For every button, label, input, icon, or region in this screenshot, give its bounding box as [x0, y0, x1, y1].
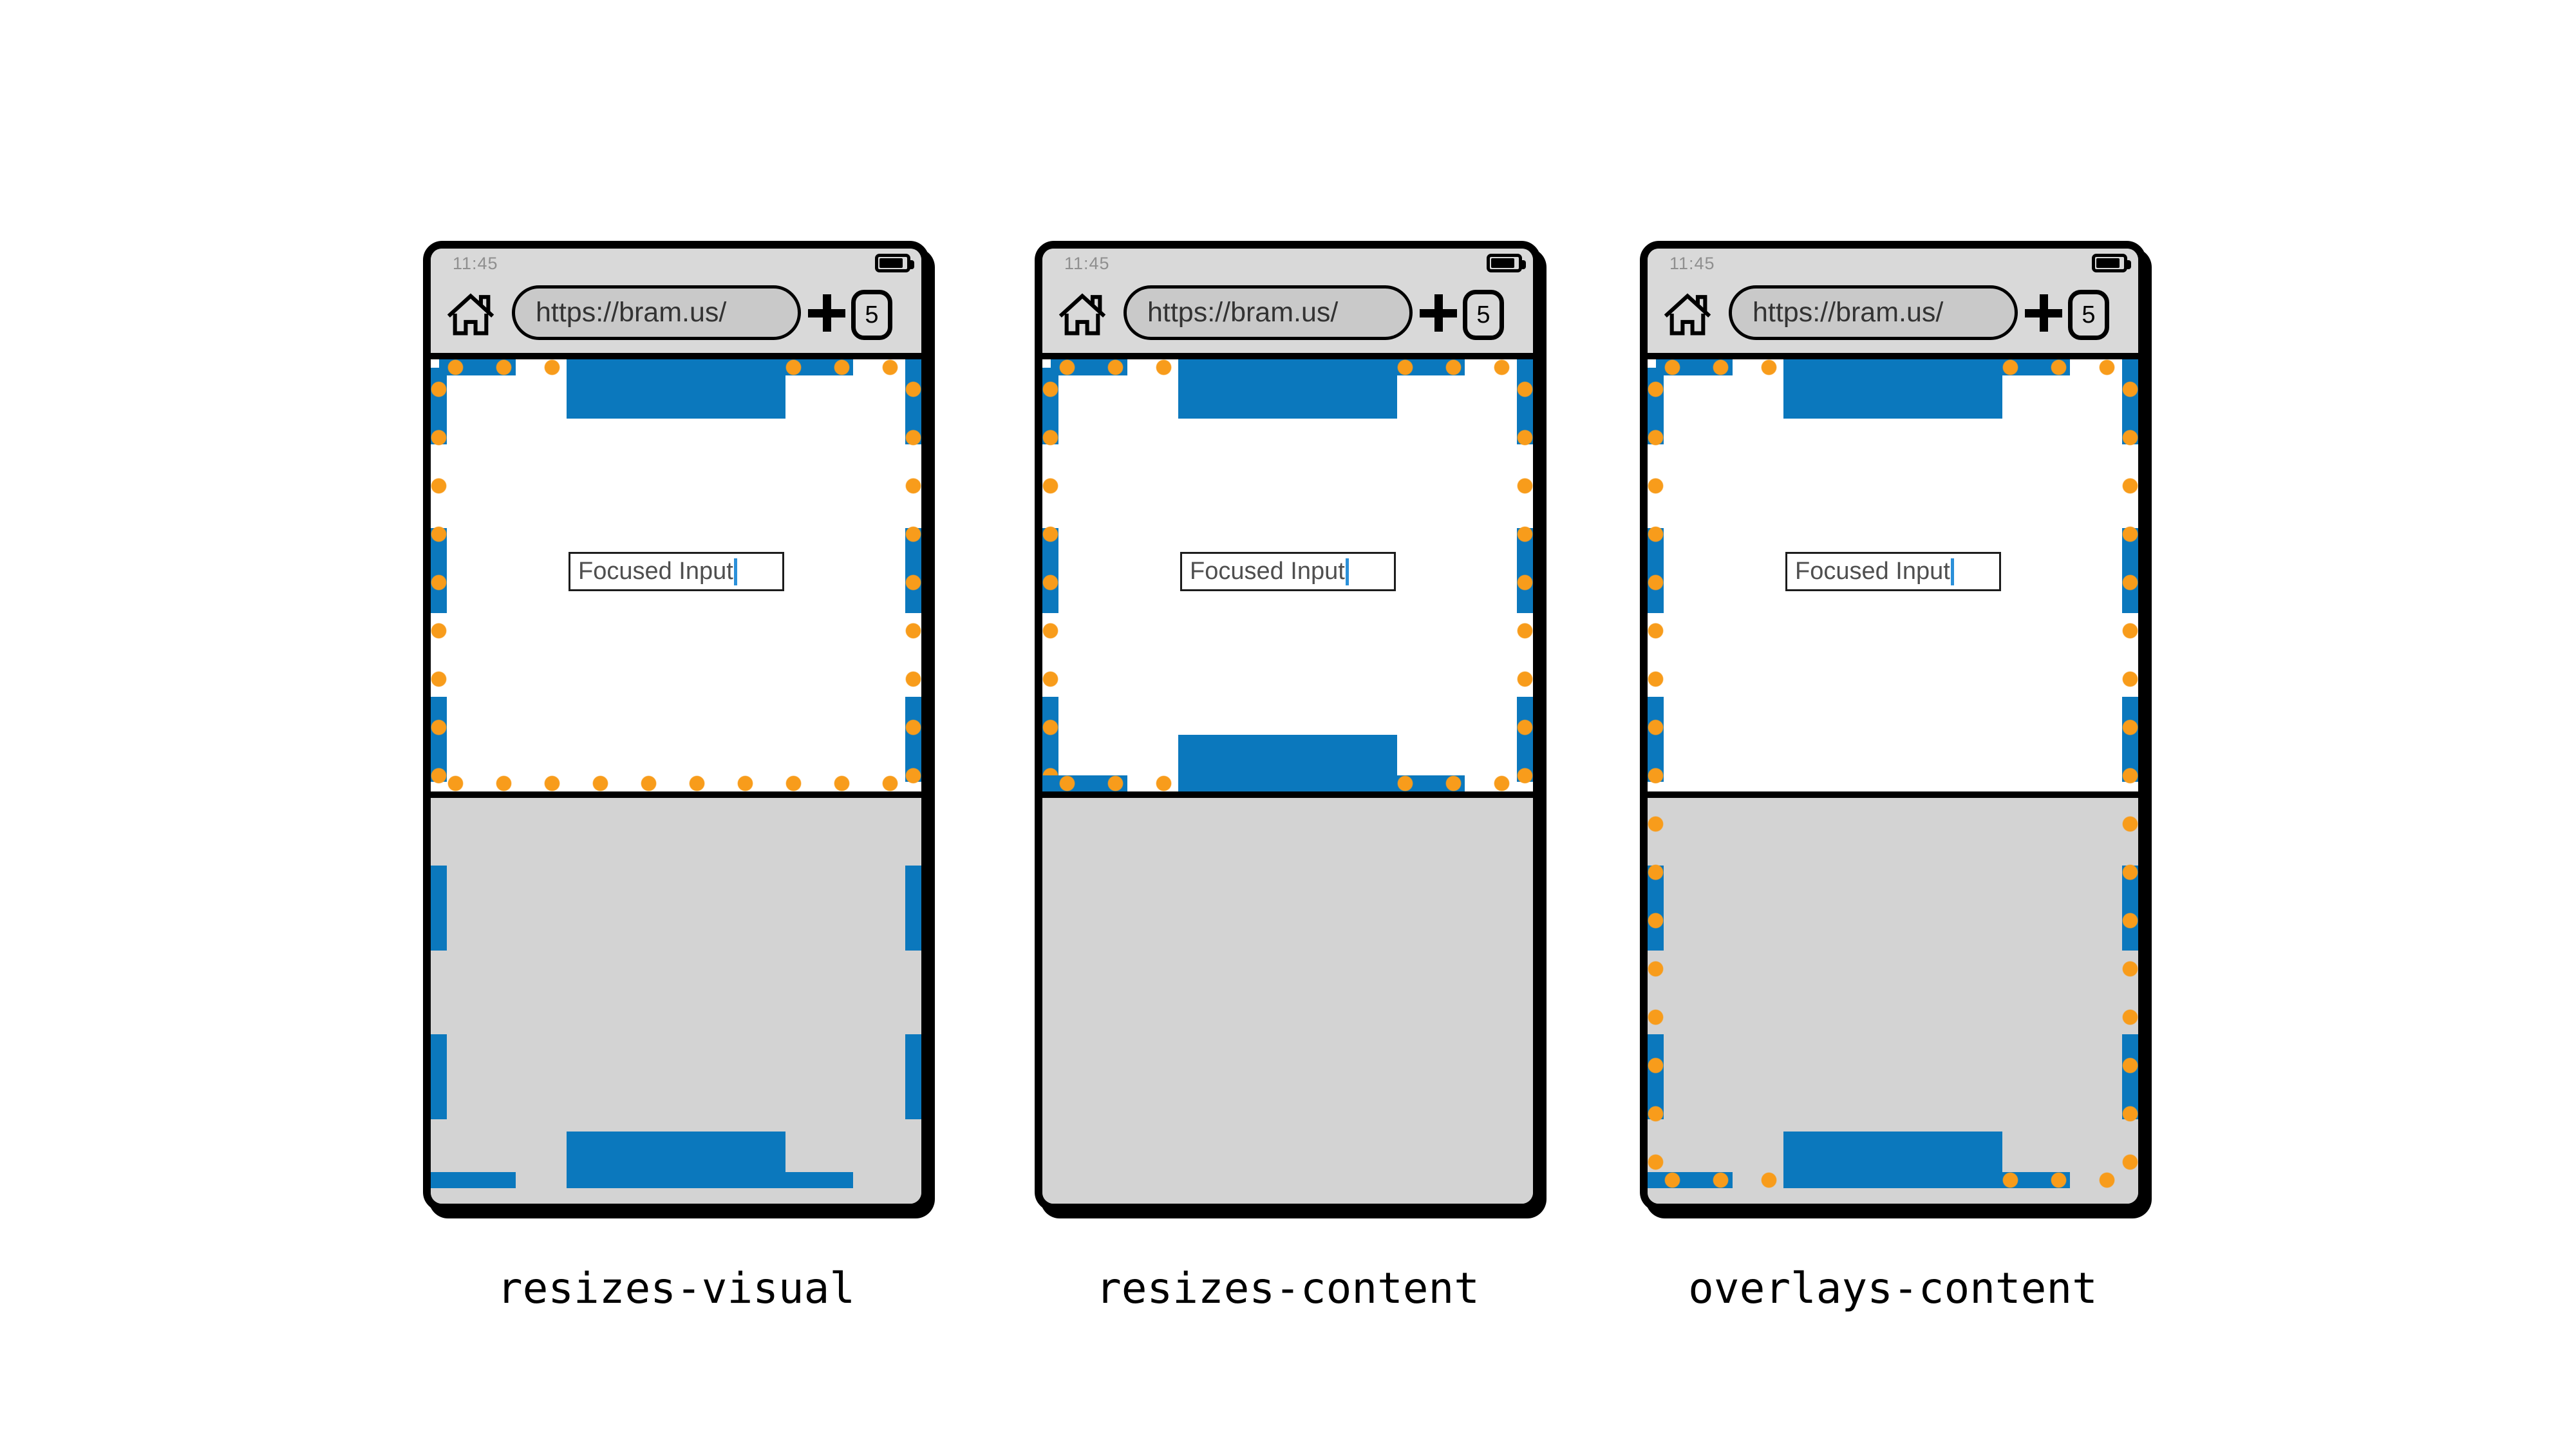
tab-counter[interactable]: 5: [851, 290, 892, 340]
battery-nub: [1521, 260, 1526, 269]
focused-input-text: Focused Input: [1190, 558, 1345, 585]
phone-screen: 11:45 https://bram.us/ 5: [1042, 249, 1533, 1204]
status-time: 11:45: [1064, 254, 1110, 273]
home-icon[interactable]: [1663, 291, 1712, 336]
url-bar[interactable]: https://bram.us/: [1729, 285, 2018, 340]
keyboard-divider: [1042, 791, 1533, 798]
battery-fill: [1491, 258, 1514, 268]
focused-input-text: Focused Input: [578, 558, 733, 585]
browser-chrome: 11:45 https://bram.us/ 5: [1648, 249, 2138, 353]
corner-notch: [431, 359, 439, 368]
page-header-block: [1783, 359, 2002, 419]
keyboard-divider: [1648, 791, 2138, 798]
visual-viewport-dots-right: [905, 359, 921, 791]
page-header-block: [1178, 359, 1397, 419]
battery-nub: [909, 260, 914, 269]
battery-icon: [875, 254, 914, 272]
battery-nub: [2126, 260, 2131, 269]
phone-mockup-resizes-content: 11:45 https://bram.us/ 5: [1035, 241, 1541, 1211]
tab-counter[interactable]: 5: [1463, 290, 1504, 340]
text-caret: [1345, 558, 1349, 585]
focused-input[interactable]: Focused Input: [1180, 552, 1396, 591]
page-footer-block: [1178, 735, 1397, 791]
url-bar[interactable]: https://bram.us/: [1123, 285, 1413, 340]
status-time: 11:45: [453, 254, 498, 273]
visual-viewport-dots-right: [2122, 359, 2138, 1188]
battery-icon: [2092, 254, 2131, 272]
url-bar[interactable]: https://bram.us/: [512, 285, 801, 340]
browser-chrome: 11:45 https://bram.us/ 5: [431, 249, 921, 353]
visual-viewport-dots-right: [1517, 359, 1533, 791]
corner-notch: [1648, 359, 1656, 368]
battery-icon: [1487, 254, 1526, 272]
page-footer-block: [567, 1132, 785, 1188]
battery-fill: [879, 258, 903, 268]
corner-notch: [1042, 359, 1051, 368]
phone-mockup-overlays-content: 11:45 https://bram.us/ 5: [1640, 241, 2146, 1211]
new-tab-plus-icon[interactable]: [1420, 294, 1457, 332]
url-text: https://bram.us/: [536, 297, 727, 328]
phone-mockup-resizes-visual: 11:45 https://bram.us/ 5: [423, 241, 929, 1211]
caption-overlays-content: overlays-content: [1688, 1264, 2098, 1313]
keyboard-divider: [431, 791, 921, 798]
phone-screen: 11:45 https://bram.us/ 5: [1648, 249, 2138, 1204]
caption-resizes-visual: resizes-visual: [496, 1264, 856, 1313]
url-text: https://bram.us/: [1753, 297, 1944, 328]
visual-viewport-dots-left: [431, 359, 447, 791]
new-tab-plus-icon[interactable]: [2025, 294, 2062, 332]
visual-viewport-dots-bottom-at-keyboard: [431, 775, 921, 791]
text-caret: [733, 558, 737, 585]
chrome-divider: [1648, 353, 2138, 359]
chrome-divider: [431, 353, 921, 359]
text-caret: [1950, 558, 1954, 585]
battery-fill: [2096, 258, 2120, 268]
tab-count: 5: [2082, 301, 2096, 328]
focused-input[interactable]: Focused Input: [569, 552, 784, 591]
home-icon[interactable]: [1058, 291, 1107, 336]
tab-count: 5: [865, 301, 879, 328]
virtual-keyboard-area: [1042, 798, 1533, 1204]
tab-counter[interactable]: 5: [2068, 290, 2109, 340]
caption-resizes-content: resizes-content: [1095, 1264, 1480, 1313]
new-tab-plus-icon[interactable]: [808, 294, 845, 332]
visual-viewport-dots-left: [1042, 359, 1058, 791]
page-footer-block: [1783, 1132, 2002, 1188]
home-icon[interactable]: [446, 291, 495, 336]
tab-count: 5: [1476, 301, 1490, 328]
focused-input-text: Focused Input: [1795, 558, 1950, 585]
visual-viewport-dots-left: [1648, 359, 1664, 1188]
browser-chrome: 11:45 https://bram.us/ 5: [1042, 249, 1533, 353]
chrome-divider: [1042, 353, 1533, 359]
focused-input[interactable]: Focused Input: [1785, 552, 2001, 591]
phone-screen: 11:45 https://bram.us/ 5: [431, 249, 921, 1204]
status-time: 11:45: [1669, 254, 1715, 273]
page-header-block: [567, 359, 785, 419]
url-text: https://bram.us/: [1147, 297, 1339, 328]
